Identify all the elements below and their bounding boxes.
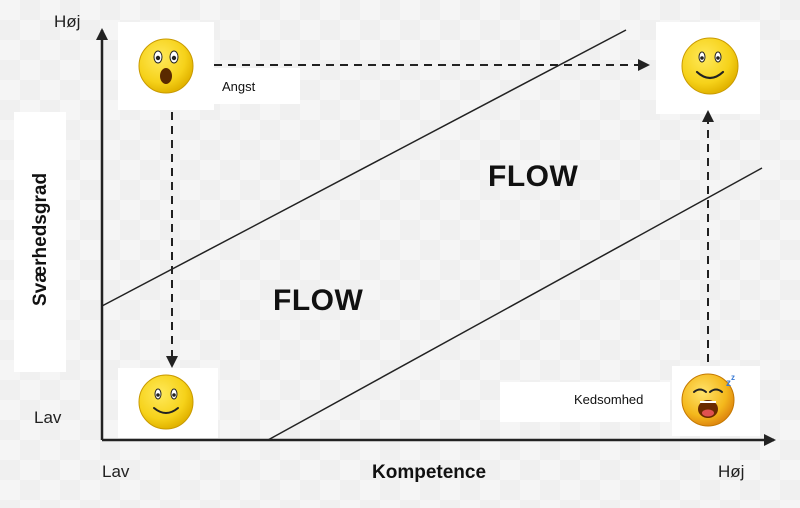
yawning-face-icon: z z [681, 373, 735, 427]
y-axis-high-label: Høj [54, 12, 81, 31]
y-axis-title: Sværhedsgrad [30, 172, 51, 306]
flow-label-lower: FLOW [273, 284, 364, 317]
x-axis-high-label: Høj [718, 462, 745, 481]
y-axis-title-panel [14, 112, 66, 372]
flow-upper-boundary [101, 29, 627, 307]
y-axis-low-label: Lav [34, 408, 62, 427]
anxiety-label: Angst [222, 79, 256, 94]
flow-lower-boundary [267, 167, 763, 441]
flow-label-upper: FLOW [488, 160, 579, 193]
surprised-face-icon [138, 38, 194, 94]
smiling-face-icon [138, 374, 194, 430]
boredom-label: Kedsomhed [574, 392, 644, 407]
svg-text:z: z [726, 378, 731, 389]
x-axis-low-label: Lav [102, 462, 130, 481]
smiling-face-icon [681, 37, 739, 95]
svg-text:z: z [731, 373, 735, 382]
x-axis-title: Kompetence [372, 462, 487, 483]
boredom-label-panel [500, 382, 670, 422]
anxiety-label-panel [212, 68, 300, 104]
